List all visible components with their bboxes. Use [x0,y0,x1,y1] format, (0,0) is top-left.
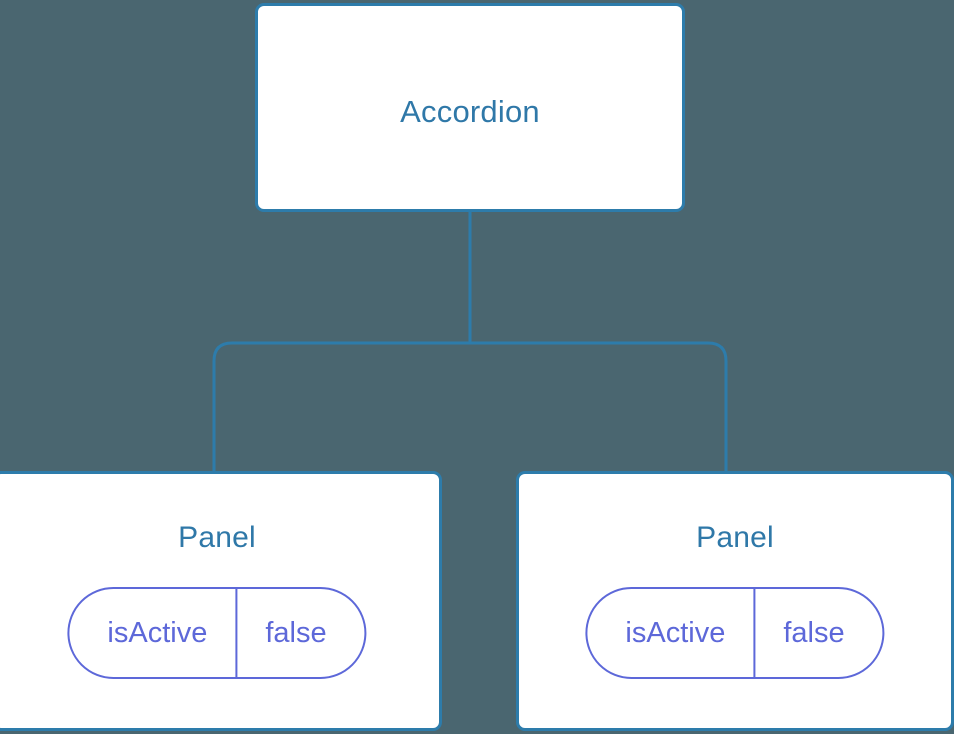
node-panel-1-inner: Panel isActive false [519,474,951,728]
node-panel-1-prop-isactive[interactable]: isActive false [585,587,885,679]
node-panel-0[interactable]: Panel isActive false [0,471,442,731]
node-panel-0-prop-value: false [265,616,327,649]
connector-bracket [212,341,728,471]
node-panel-0-title: Panel [178,521,256,554]
node-panel-1-prop-key: isActive [587,589,756,677]
node-panel-1-title: Panel [696,521,774,554]
node-panel-0-inner: Panel isActive false [0,474,439,728]
node-accordion[interactable]: Accordion [255,3,685,212]
node-panel-1-prop-value: false [783,616,845,649]
node-panel-0-prop-key: isActive [69,589,238,677]
node-panel-1[interactable]: Panel isActive false [516,471,954,731]
node-accordion-title: Accordion [400,94,540,129]
node-panel-0-prop-isactive[interactable]: isActive false [67,587,367,679]
